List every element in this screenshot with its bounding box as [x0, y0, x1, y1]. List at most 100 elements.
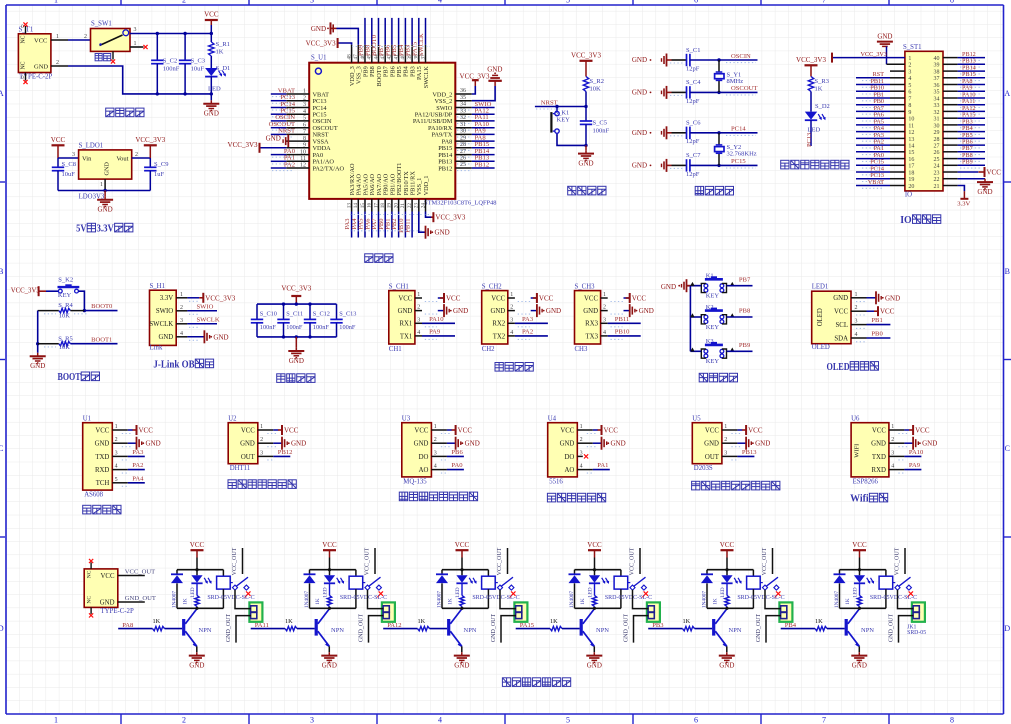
svg-text:PB13: PB13: [962, 58, 976, 65]
svg-text:KEY: KEY: [557, 116, 571, 123]
svg-text:21: 21: [400, 203, 406, 209]
svg-text:B: B: [1005, 267, 1010, 276]
svg-text:GND: GND: [289, 357, 304, 365]
svg-text:PB4: PB4: [962, 125, 973, 132]
svg-text:PA3: PA3: [874, 132, 884, 139]
svg-text:9: 9: [303, 143, 306, 149]
svg-text:PA0: PA0: [284, 148, 296, 155]
svg-text:SRD-05VDC-SL-C: SRD-05VDC-SL-C: [870, 595, 917, 601]
svg-text:GND: GND: [587, 662, 602, 670]
svg-text:13: 13: [908, 137, 914, 143]
svg-text:PA11: PA11: [962, 98, 975, 105]
svg-text:100nF: 100nF: [286, 324, 303, 331]
svg-text:VSS_2: VSS_2: [434, 98, 452, 105]
svg-text:14: 14: [353, 203, 359, 209]
svg-text:2: 2: [84, 34, 87, 40]
svg-text:22: 22: [934, 177, 940, 183]
svg-text:PC13: PC13: [806, 133, 813, 147]
svg-text:SWIO: SWIO: [197, 304, 214, 311]
svg-text:S_C12: S_C12: [313, 311, 330, 318]
svg-text:VSSA: VSSA: [313, 138, 330, 145]
svg-text:C: C: [0, 444, 3, 453]
svg-text:PA5/AO: PA5/AO: [362, 174, 369, 196]
svg-text:NPN: NPN: [331, 627, 344, 634]
svg-text:3: 3: [134, 27, 137, 33]
svg-text:OSCOUT: OSCOUT: [731, 85, 757, 92]
svg-text:PA1/AO: PA1/AO: [313, 159, 335, 166]
svg-text:31: 31: [934, 117, 940, 123]
svg-text:11: 11: [908, 123, 914, 129]
svg-text:VSS_1: VSS_1: [416, 178, 423, 196]
svg-text:40: 40: [400, 54, 406, 60]
svg-text:KEY: KEY: [706, 358, 720, 365]
svg-text:GND: GND: [104, 162, 111, 176]
svg-text:SWIO: SWIO: [156, 308, 173, 315]
svg-text:PA9/TX: PA9/TX: [432, 132, 453, 139]
svg-text:PB9: PB9: [358, 45, 365, 56]
svg-text:100nF: 100nF: [339, 324, 356, 331]
svg-text:GND: GND: [583, 308, 598, 315]
svg-text:4: 4: [908, 76, 911, 82]
svg-text:S_R5: S_R5: [58, 335, 72, 342]
svg-text:30: 30: [460, 129, 466, 135]
svg-text:PB9: PB9: [962, 159, 973, 166]
svg-text:PB14: PB14: [475, 148, 490, 155]
svg-text:GND_OUT: GND_OUT: [125, 595, 156, 602]
svg-text:S_K1: S_K1: [555, 109, 570, 116]
svg-text:PB6: PB6: [451, 449, 463, 456]
svg-text:2: 2: [510, 305, 513, 311]
svg-text:PA4: PA4: [351, 218, 358, 230]
svg-text:38: 38: [934, 70, 940, 76]
svg-text:VDDA: VDDA: [313, 145, 332, 152]
svg-text:VCC_3V3: VCC_3V3: [435, 214, 465, 222]
svg-text:KEY: KEY: [58, 292, 72, 299]
svg-text:LED: LED: [852, 587, 858, 597]
svg-text:GND: GND: [322, 662, 337, 670]
svg-text:5: 5: [115, 477, 118, 483]
svg-text:IO: IO: [900, 215, 912, 226]
svg-text:GND: GND: [398, 308, 413, 315]
svg-text:NPN: NPN: [199, 627, 212, 634]
svg-text:OSCOUT: OSCOUT: [313, 125, 338, 132]
svg-text:16: 16: [367, 203, 373, 209]
svg-text:GND_OUT: GND_OUT: [226, 614, 232, 643]
svg-text:1K: 1K: [448, 598, 454, 605]
svg-text:GND: GND: [852, 662, 867, 670]
svg-text:4: 4: [115, 464, 118, 470]
svg-text:PB5: PB5: [391, 45, 398, 56]
svg-text:6: 6: [908, 90, 911, 96]
svg-text:VCC_OUT: VCC_OUT: [232, 547, 238, 575]
svg-text:35: 35: [934, 90, 940, 96]
svg-text:48: 48: [346, 54, 352, 60]
svg-text:PB15: PB15: [475, 141, 490, 148]
svg-text:1: 1: [417, 292, 420, 298]
svg-text:VCC: VCC: [101, 573, 115, 580]
svg-text:GND: GND: [877, 32, 892, 40]
svg-text:PA1: PA1: [284, 155, 295, 162]
svg-text:1K: 1K: [183, 598, 189, 605]
svg-text:PA11/USB/DM: PA11/USB/DM: [413, 118, 453, 125]
svg-text:PB4: PB4: [785, 622, 797, 629]
svg-text:PB0: PB0: [873, 98, 884, 105]
svg-text:S_C4: S_C4: [686, 79, 701, 86]
svg-text:4: 4: [580, 464, 583, 470]
svg-text:3: 3: [891, 450, 894, 456]
svg-text:1: 1: [56, 34, 59, 40]
svg-text:3: 3: [115, 450, 118, 456]
svg-text:GND: GND: [719, 662, 734, 670]
svg-text:VCC_3V3: VCC_3V3: [861, 51, 887, 58]
svg-text:GND: GND: [158, 334, 173, 341]
svg-text:VCC: VCC: [34, 37, 47, 44]
svg-text:STM32F103C8T6_LQFP48: STM32F103C8T6_LQFP48: [424, 200, 496, 207]
svg-text:GND: GND: [146, 440, 161, 448]
svg-text:24: 24: [934, 164, 940, 170]
svg-text:B: B: [0, 267, 3, 276]
svg-text:A: A: [0, 89, 4, 98]
svg-text:1: 1: [510, 292, 513, 298]
svg-text:PA9: PA9: [909, 462, 921, 469]
svg-text:4: 4: [417, 330, 420, 336]
svg-text:1K: 1K: [315, 598, 321, 605]
svg-text:VCC: VCC: [880, 308, 895, 316]
svg-text:39: 39: [934, 63, 940, 69]
svg-text:PA8: PA8: [962, 78, 972, 85]
